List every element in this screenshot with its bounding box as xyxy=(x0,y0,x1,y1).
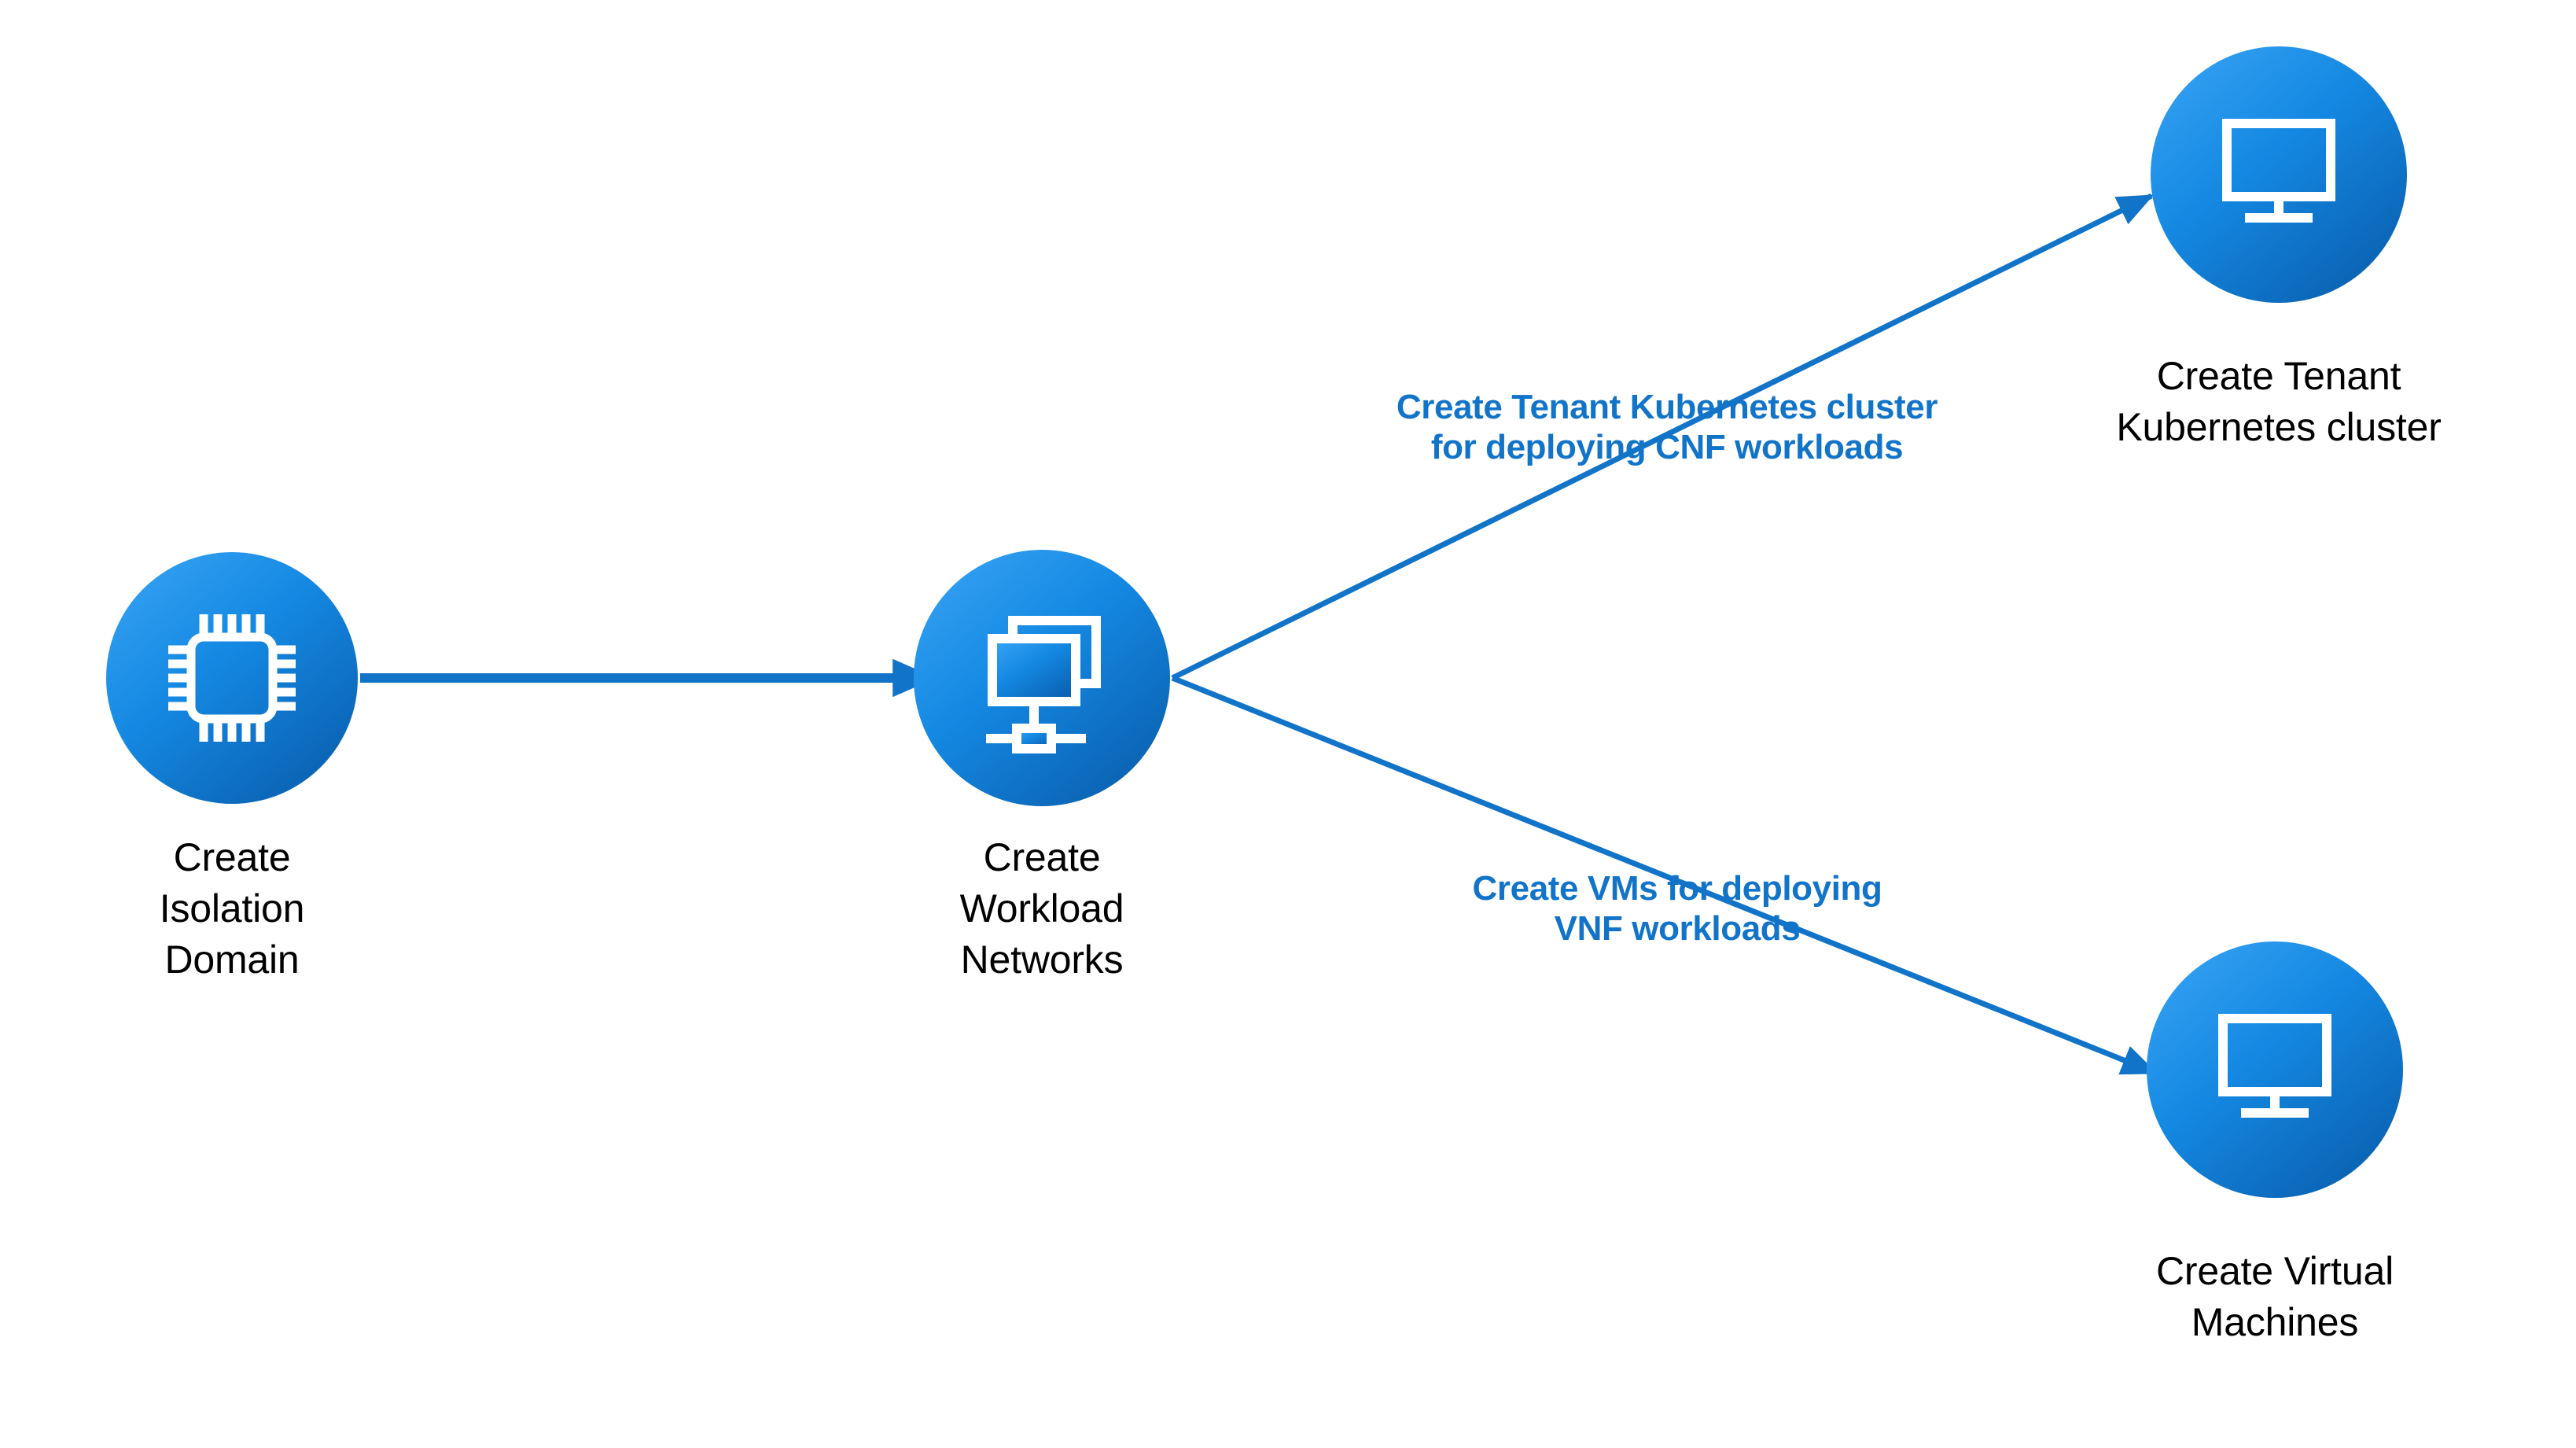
node-label-workload-networks: Create Workload Networks xyxy=(959,835,1124,982)
node-circle xyxy=(2147,941,2403,1198)
edge-line xyxy=(1171,675,2158,1076)
edge-workload-to-kubernetes xyxy=(1171,193,2155,681)
monitor-icon xyxy=(2218,1014,2331,1118)
node-label-tenant-kubernetes-cluster: Create Tenant Kubernetes cluster xyxy=(2116,354,2442,449)
edge-workload-to-vms xyxy=(1171,675,2158,1076)
edge-label-workload-to-kubernetes: Create Tenant Kubernetes cluster for dep… xyxy=(1396,388,1938,467)
workload-networks-icon xyxy=(986,616,1101,753)
edge-line xyxy=(1171,193,2155,681)
node-workload-networks[interactable] xyxy=(914,550,1170,806)
monitor-icon xyxy=(2222,119,2335,223)
node-virtual-machines[interactable] xyxy=(2147,941,2403,1198)
edge-label-workload-to-vms: Create VMs for deploying VNF workloads xyxy=(1472,869,1882,949)
node-label-virtual-machines: Create Virtual Machines xyxy=(2156,1249,2394,1344)
node-circle xyxy=(106,552,358,804)
node-label-isolation-domain: Create Isolation Domain xyxy=(159,835,305,982)
node-isolation-domain[interactable] xyxy=(106,552,358,804)
node-tenant-kubernetes-cluster[interactable] xyxy=(2151,46,2407,303)
cpu-chip-icon xyxy=(168,614,296,742)
node-circle xyxy=(2151,46,2407,303)
